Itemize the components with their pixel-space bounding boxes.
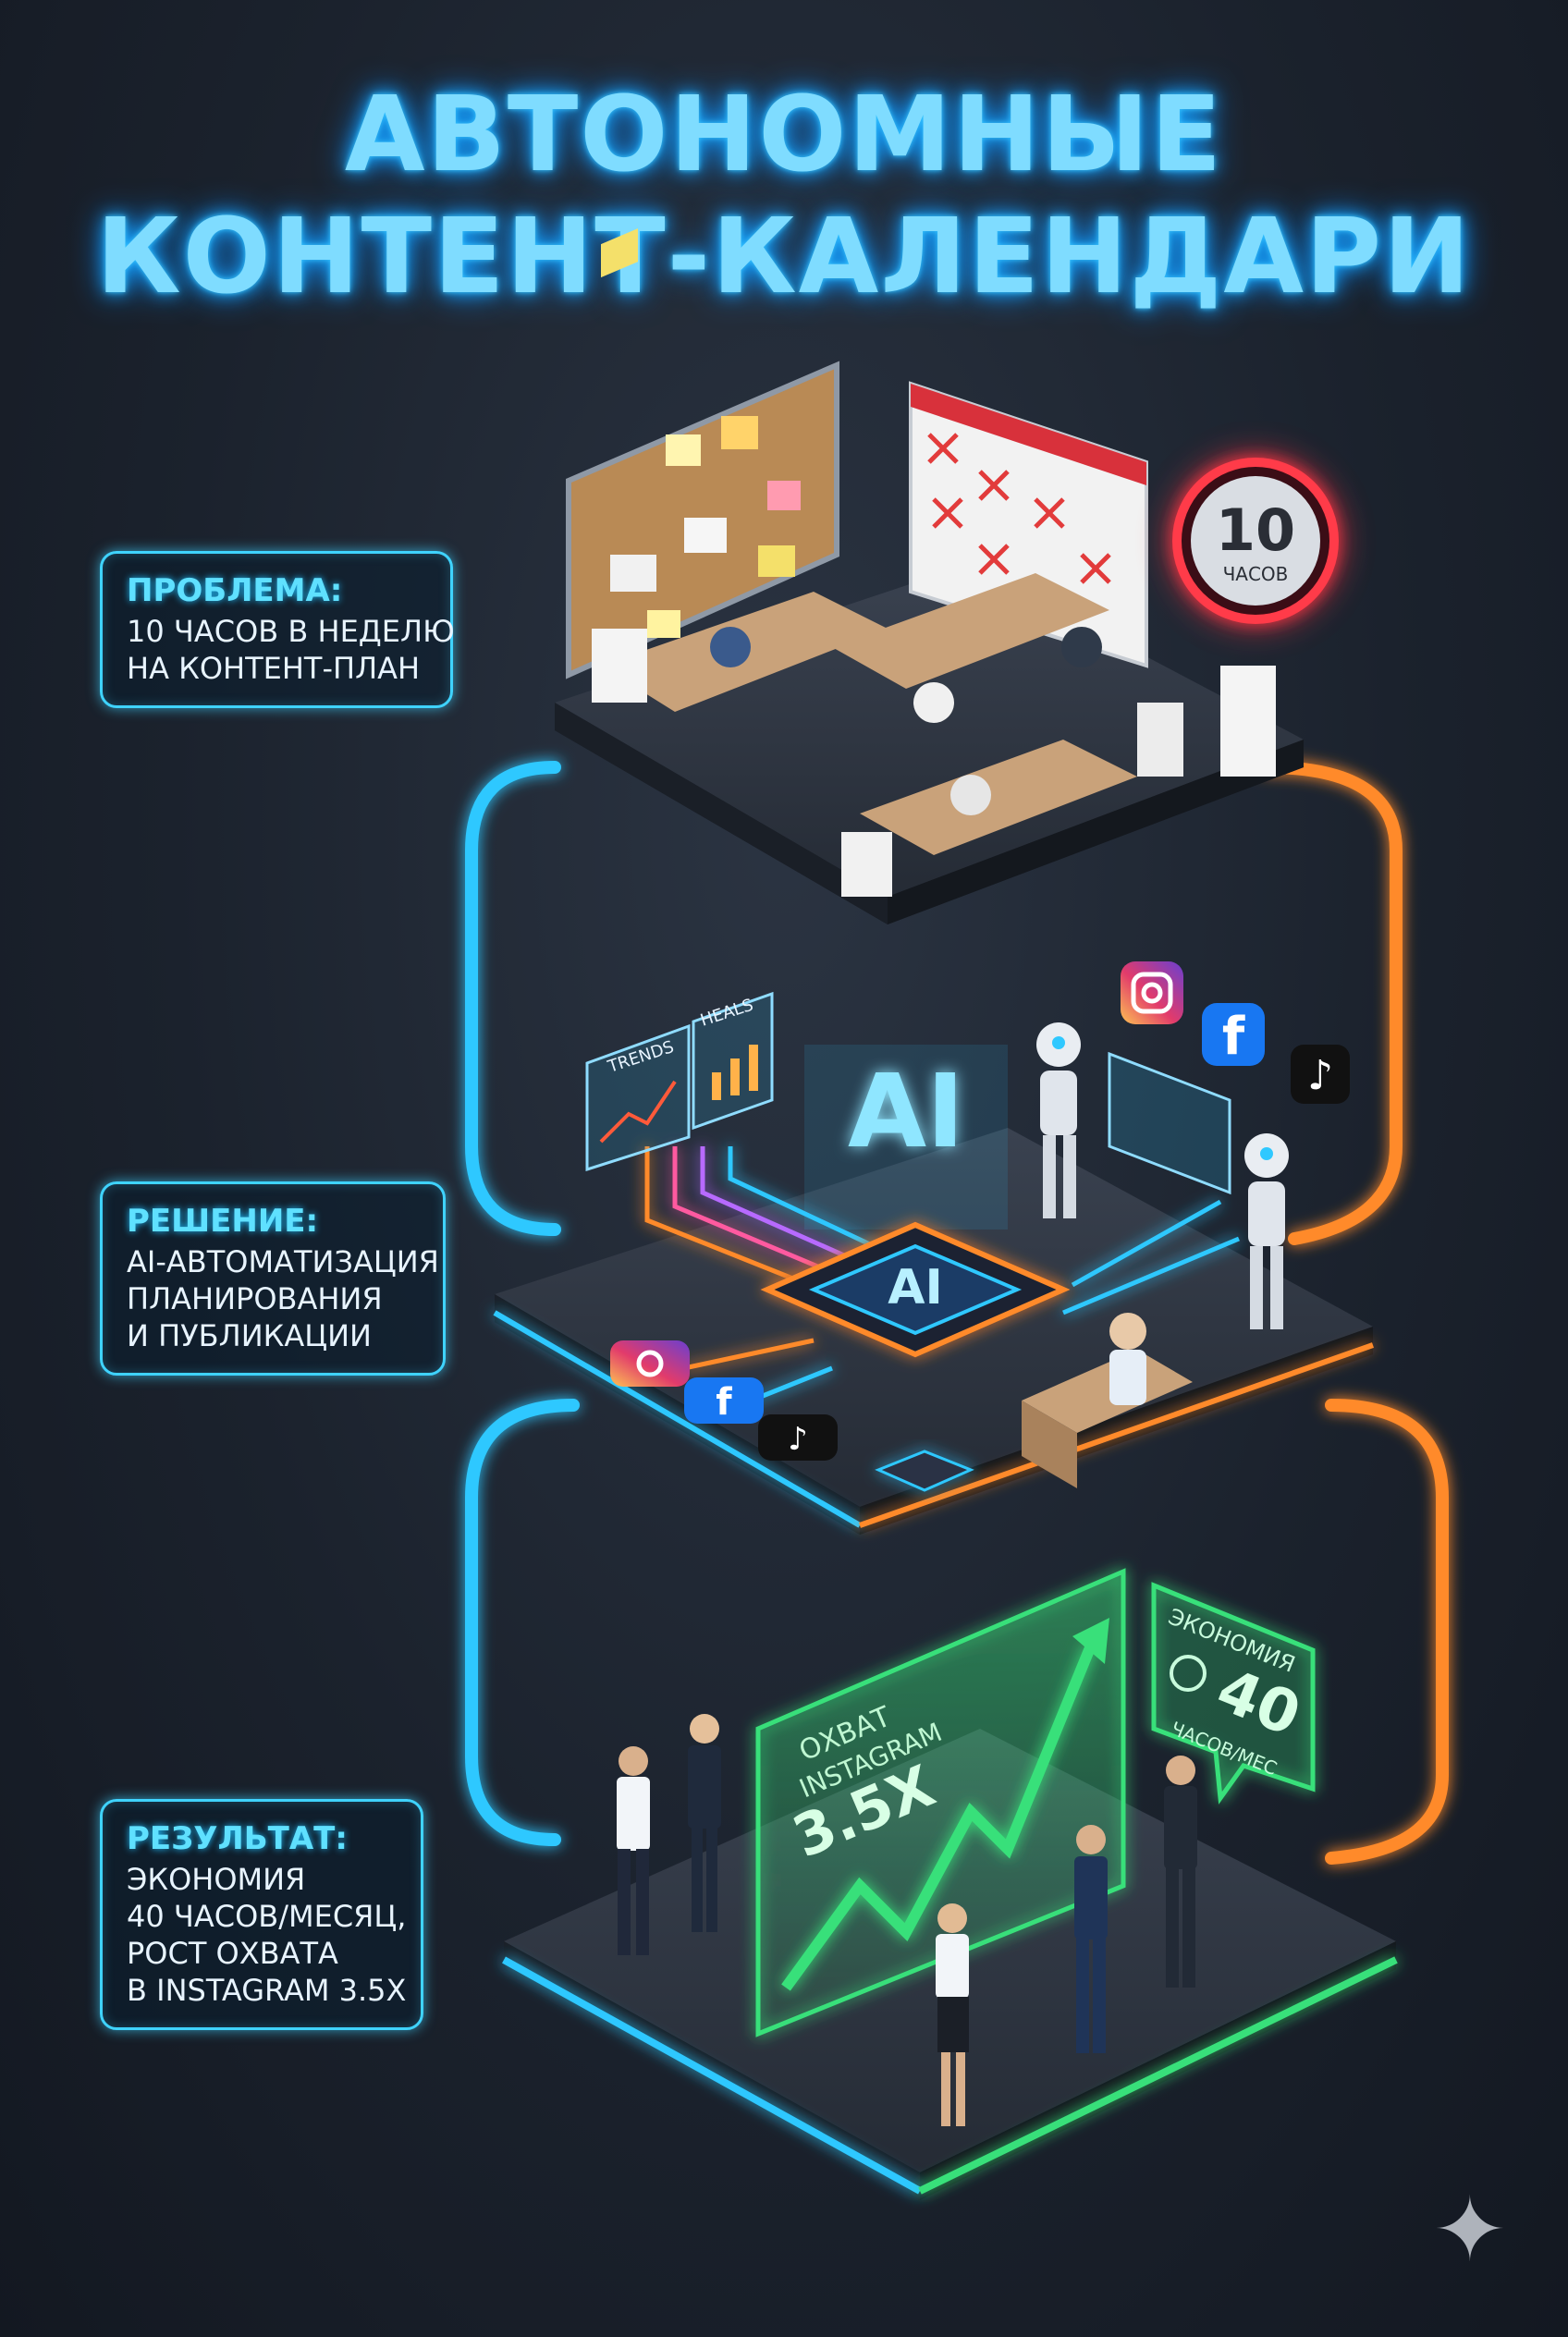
neon-connector-lower bbox=[465, 1399, 1449, 1865]
savings-clock-icon bbox=[1170, 1655, 1207, 1692]
ai-hologram-text: AI bbox=[848, 1052, 964, 1170]
office-desks bbox=[592, 573, 1276, 897]
server-unit bbox=[875, 1450, 974, 1492]
svg-text:♪: ♪ bbox=[788, 1421, 808, 1458]
solution-label: РЕШЕНИЕ: AI-АВТОМАТИЗАЦИЯ ПЛАНИРОВАНИЯ И… bbox=[100, 1181, 446, 1376]
page-title: АВТОНОМНЫЕ КОНТЕНТ-КАЛЕНДАРИ bbox=[0, 74, 1568, 318]
title-line-2: КОНТЕНТ-КАЛЕНДАРИ bbox=[96, 197, 1472, 317]
solution-line-2: ПЛАНИРОВАНИЯ bbox=[127, 1281, 383, 1316]
result-line-4: В INSTAGRAM 3.5X bbox=[127, 1973, 407, 2008]
person bbox=[1164, 1756, 1197, 1988]
person bbox=[936, 1903, 969, 2126]
clock-badge-icon: 10 ЧАСОВ bbox=[1165, 450, 1346, 631]
svg-text:f: f bbox=[1222, 1007, 1245, 1067]
svg-text:♪: ♪ bbox=[1307, 1052, 1333, 1099]
wall-calendar bbox=[909, 381, 1148, 668]
ai-chip-text: AI bbox=[888, 1260, 943, 1315]
clock-unit: ЧАСОВ bbox=[1223, 563, 1289, 585]
savings-bubble: ЭКОНОМИЯ 40 ЧАСОВ/МЕС bbox=[1151, 1582, 1316, 1805]
problem-line-1: 10 ЧАСОВ В НЕДЕЛЮ bbox=[127, 614, 455, 649]
instagram-icon bbox=[1121, 961, 1183, 1024]
robot-right bbox=[1244, 1133, 1289, 1329]
circuit-traces bbox=[644, 1146, 1240, 1408]
facebook-icon: f bbox=[1202, 1003, 1265, 1067]
result-line-2: 40 ЧАСОВ/МЕСЯЦ, bbox=[127, 1899, 407, 1934]
solution-line-1: AI-АВТОМАТИЗАЦИЯ bbox=[127, 1244, 439, 1279]
result-line-3: РОСТ ОХВАТА bbox=[127, 1936, 338, 1971]
result-label: РЕЗУЛЬТАТ: ЭКОНОМИЯ 40 ЧАСОВ/МЕСЯЦ, РОСТ… bbox=[100, 1799, 423, 2030]
holo-screen bbox=[1108, 1051, 1231, 1195]
problem-label: ПРОБЛЕМА: 10 ЧАСОВ В НЕДЕЛЮ НА КОНТЕНТ-П… bbox=[100, 551, 455, 708]
person bbox=[617, 1746, 650, 1955]
tiktok-icon: ♪ bbox=[1291, 1045, 1350, 1104]
result-line-1: ЭКОНОМИЯ bbox=[127, 1862, 306, 1897]
sparkle-icon: ✦ bbox=[1432, 2178, 1507, 2282]
solution-head: РЕШЕНИЕ: bbox=[127, 1203, 319, 1240]
growth-panel: ОХВАТ INSTAGRAM 3.5X bbox=[755, 1568, 1126, 2037]
robot-left bbox=[1036, 1022, 1081, 1218]
clock-value: 10 bbox=[1216, 496, 1295, 564]
person bbox=[1074, 1825, 1108, 2053]
svg-text:f: f bbox=[716, 1381, 732, 1424]
problem-line-2: НА КОНТЕНТ-ПЛАН bbox=[127, 651, 421, 686]
corkboard bbox=[566, 228, 839, 679]
person bbox=[688, 1714, 721, 1932]
facebook-icon-small: f bbox=[684, 1377, 764, 1424]
ai-chip-icon: AI bbox=[760, 1221, 1071, 1358]
worker-desk bbox=[1022, 1313, 1193, 1488]
ai-hologram: AI bbox=[804, 1045, 1008, 1230]
trend-screen-right: HEALS bbox=[692, 991, 774, 1131]
problem-head: ПРОБЛЕМА: bbox=[127, 572, 343, 609]
tiktok-icon-small: ♪ bbox=[758, 1414, 838, 1461]
instagram-icon-small bbox=[610, 1340, 690, 1387]
neon-connector-upper bbox=[465, 761, 1403, 1245]
solution-line-3: И ПУБЛИКАЦИИ bbox=[127, 1318, 372, 1353]
title-line-1: АВТОНОМНЫЕ bbox=[344, 75, 1224, 195]
business-people bbox=[617, 1714, 1197, 2126]
result-head: РЕЗУЛЬТАТ: bbox=[127, 1820, 348, 1857]
